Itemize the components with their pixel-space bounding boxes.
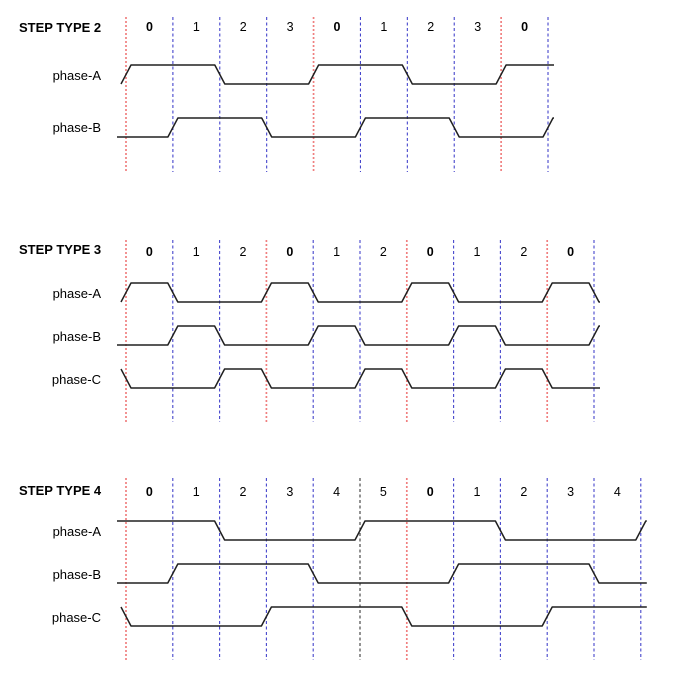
step-number: 5 xyxy=(380,485,387,499)
section-title-step-type-3: STEP TYPE 3 xyxy=(19,242,102,257)
section-step-type-2: 0 1 2 3 0 1 2 3 0 xyxy=(117,17,554,172)
step-number: 3 xyxy=(474,20,481,34)
phase-c-label-type3: phase-C xyxy=(51,372,101,387)
waveform-phase-A xyxy=(117,520,647,541)
step-number: 4 xyxy=(614,485,621,499)
step-number: 0 xyxy=(146,20,153,34)
step-number: 0 xyxy=(146,245,153,259)
step-number: 1 xyxy=(193,245,200,259)
phase-c-label-type4: phase-C xyxy=(51,610,101,625)
section-step-type-4: 0 1 2 3 4 5 0 1 2 3 4 xyxy=(117,478,647,660)
phase-a-label-type3: phase-A xyxy=(52,286,101,301)
step-number: 1 xyxy=(380,20,387,34)
waveform-phase-A xyxy=(120,282,600,303)
step-number: 0 xyxy=(334,20,341,34)
step-number: 0 xyxy=(427,245,434,259)
waveform-phase-B xyxy=(117,117,554,138)
phase-b-label-type3: phase-B xyxy=(52,329,101,344)
step-number: 1 xyxy=(474,245,481,259)
step-number: 3 xyxy=(287,20,294,34)
step-number: 2 xyxy=(520,485,527,499)
step-number: 2 xyxy=(380,245,387,259)
waveform-phase-C xyxy=(120,368,600,389)
phase-a-label-type2: phase-A xyxy=(52,68,101,83)
step-number: 1 xyxy=(333,245,340,259)
step-number: 2 xyxy=(240,485,247,499)
step-number: 2 xyxy=(240,245,247,259)
waveform-phase-B xyxy=(117,325,600,346)
section-step-type-3: 0 1 2 0 1 2 0 1 2 0 xyxy=(117,240,600,422)
step-number: 2 xyxy=(240,20,247,34)
step-number: 0 xyxy=(521,20,528,34)
step-number: 3 xyxy=(567,485,574,499)
phase-b-label-type2: phase-B xyxy=(52,120,101,135)
step-number: 1 xyxy=(474,485,481,499)
waveform-phase-A xyxy=(120,64,554,85)
step-number: 1 xyxy=(193,20,200,34)
phase-a-label-type4: phase-A xyxy=(52,524,101,539)
step-number: 0 xyxy=(567,245,574,259)
phase-b-label-type4: phase-B xyxy=(52,567,101,582)
step-number: 4 xyxy=(333,485,340,499)
step-number: 2 xyxy=(520,245,527,259)
step-number: 2 xyxy=(427,20,434,34)
step-number: 0 xyxy=(286,245,293,259)
section-title-step-type-4: STEP TYPE 4 xyxy=(19,483,102,498)
waveform-phase-B xyxy=(117,563,647,584)
section-title-step-type-2: STEP TYPE 2 xyxy=(19,20,102,35)
step-number: 3 xyxy=(286,485,293,499)
waveform-phase-C xyxy=(120,606,647,627)
step-number: 0 xyxy=(146,485,153,499)
step-number: 0 xyxy=(427,485,434,499)
step-number: 1 xyxy=(193,485,200,499)
